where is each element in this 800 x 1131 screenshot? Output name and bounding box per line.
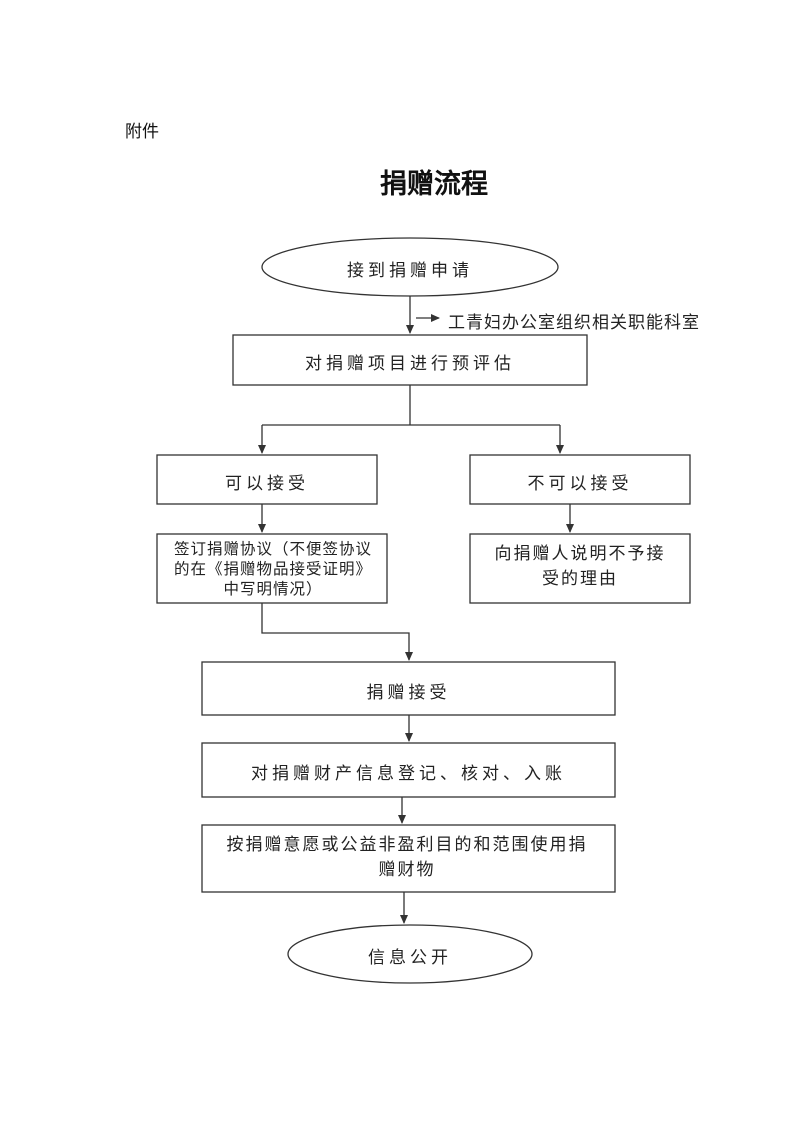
reject-label: 不可以接受	[527, 474, 633, 494]
register-box	[201, 742, 616, 798]
evaluate-label: 对捐赠项目进行预评估	[305, 354, 515, 374]
use-property-box	[201, 824, 616, 893]
attachment-label: 附件	[125, 122, 159, 142]
sign-agreement-box	[156, 533, 388, 604]
register-label: 对捐赠财产信息登记、核对、入账	[251, 764, 566, 784]
donation-accepted-label: 捐赠接受	[366, 683, 451, 703]
page-title: 捐赠流程	[380, 169, 488, 200]
accept-label: 可以接受	[225, 474, 309, 494]
use-property-label: 按捐赠意愿或公益非盈利目的和范围使用捐赠财物	[226, 835, 588, 880]
connector-sign-accepted	[261, 603, 413, 661]
explain-reason-label: 向捐赠人说明不予接受的理由	[494, 544, 666, 589]
explain-reason-box	[469, 533, 691, 604]
end-node	[287, 924, 533, 984]
reject-box	[469, 454, 691, 505]
start-node-label: 接到捐赠申请	[347, 261, 473, 281]
end-node-label: 信息公开	[368, 948, 452, 968]
accept-box	[156, 454, 378, 505]
side-note-label: 工青妇办公室组织相关职能科室	[448, 313, 700, 333]
sign-agreement-label: 签订捐赠协议（不便签协议的在《捐赠物品接受证明》中写明情况）	[173, 540, 372, 598]
